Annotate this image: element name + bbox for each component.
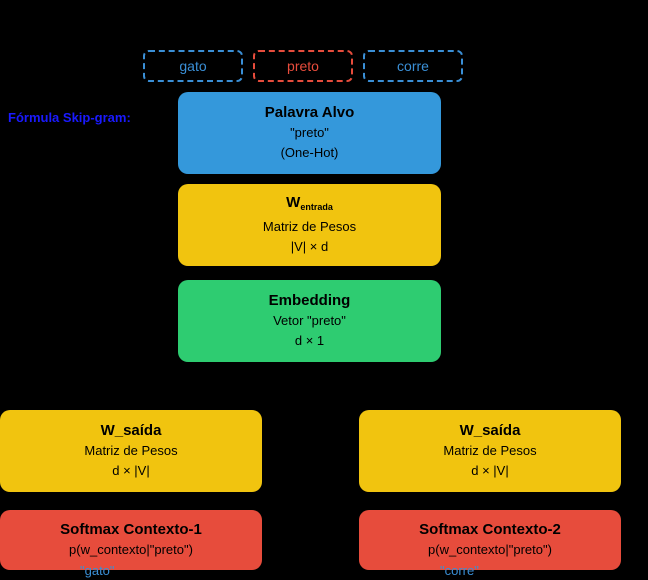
w-input-title-main: W bbox=[286, 194, 301, 211]
w-output-desc-1: Matriz de Pesos bbox=[84, 443, 178, 458]
w-output-title-2: W_saída bbox=[459, 422, 521, 439]
w-output-desc-2: Matriz de Pesos bbox=[443, 443, 537, 458]
embedding-dims: d × 1 bbox=[294, 333, 325, 348]
target-word-box: Palavra Alvo "preto" (One-Hot) bbox=[178, 92, 441, 174]
embedding-desc: Vetor "preto" bbox=[273, 313, 346, 328]
softmax-title-1: Softmax Contexto-1 bbox=[60, 521, 202, 538]
w-output-title-1: W_saída bbox=[100, 422, 162, 439]
w-input-title-sub: entrada bbox=[300, 202, 333, 212]
target-word: "preto" bbox=[290, 125, 329, 140]
context-word-gato: gato bbox=[143, 50, 243, 82]
softmax-box-1: Softmax Contexto-1 p(w_contexto|"preto") bbox=[0, 510, 262, 570]
softmax-prob-1: p(w_contexto|"preto") bbox=[69, 542, 193, 557]
context-label-2: "corre" bbox=[440, 563, 479, 578]
embedding-title: Embedding bbox=[268, 292, 351, 309]
w-input-box: Wentrada Matriz de Pesos |V| × d bbox=[178, 184, 441, 266]
w-input-desc: Matriz de Pesos bbox=[262, 219, 357, 234]
formula-label: Fórmula Skip-gram: bbox=[8, 110, 131, 125]
target-word-preto: preto bbox=[253, 50, 353, 82]
softmax-title-2: Softmax Contexto-2 bbox=[419, 521, 561, 538]
target-encoding: (One-Hot) bbox=[280, 145, 339, 160]
w-input-dims: |V| × d bbox=[290, 239, 329, 254]
context-label-1: "gato" bbox=[80, 563, 115, 578]
embedding-box: Embedding Vetor "preto" d × 1 bbox=[178, 280, 441, 362]
w-output-box-2: W_saída Matriz de Pesos d × |V| bbox=[359, 410, 621, 492]
softmax-box-2: Softmax Contexto-2 p(w_contexto|"preto") bbox=[359, 510, 621, 570]
w-output-dims-1: d × |V| bbox=[112, 463, 150, 478]
w-output-box-1: W_saída Matriz de Pesos d × |V| bbox=[0, 410, 262, 492]
softmax-prob-2: p(w_contexto|"preto") bbox=[428, 542, 552, 557]
w-output-dims-2: d × |V| bbox=[471, 463, 509, 478]
context-word-corre: corre bbox=[363, 50, 463, 82]
target-title: Palavra Alvo bbox=[264, 104, 355, 121]
w-input-title: Wentrada bbox=[286, 193, 333, 217]
